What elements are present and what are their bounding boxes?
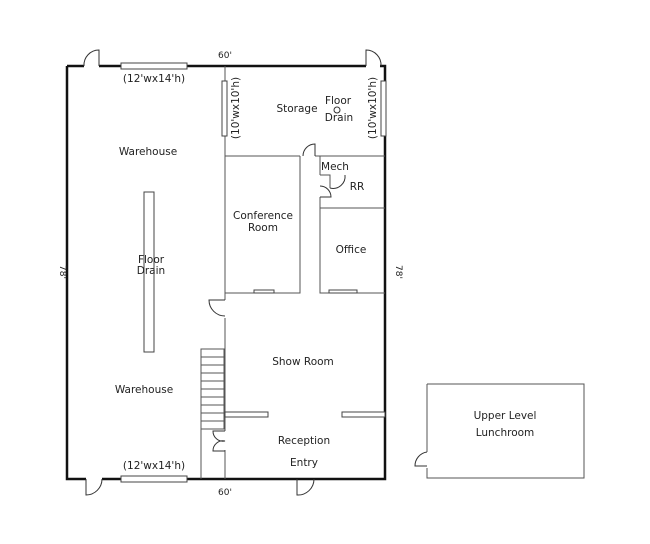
- room-rr: RR: [350, 181, 365, 193]
- exterior-walls: [65, 64, 387, 481]
- overhead-door-top-label: (12'wx14'h): [123, 73, 185, 85]
- office-door-slider: [328, 289, 358, 294]
- floor-drain-label-1: Floor: [138, 254, 165, 266]
- room-reception: Reception: [278, 435, 330, 447]
- room-warehouse-top: Warehouse: [119, 146, 177, 158]
- floor-drain-icon: [333, 106, 341, 114]
- shelf-left: [224, 411, 269, 418]
- door-showroom-icon: [208, 299, 226, 317]
- storage-door-left-label: (10'wx10'h): [230, 77, 242, 139]
- dim-top: 60': [218, 51, 232, 61]
- overhead-door-bottom-label: (12'wx14'h): [123, 460, 185, 472]
- door-entry-icon: [296, 478, 315, 496]
- room-conference-2: Room: [248, 222, 278, 234]
- room-mech: Mech: [321, 161, 349, 173]
- room-entry: Entry: [290, 457, 318, 469]
- stairs: [200, 348, 225, 430]
- door-lunchroom-icon: [414, 451, 428, 467]
- floor-drain-label-2: Drain: [137, 265, 165, 277]
- door-top-right-icon: [365, 49, 382, 67]
- storage-drain-label-1: Floor: [325, 95, 352, 107]
- room-lunchroom-1: Upper Level: [474, 410, 537, 422]
- dim-bottom: 60': [218, 488, 232, 498]
- storage-door-right: [380, 80, 387, 137]
- storage-drain-label-2: Drain: [325, 112, 353, 124]
- dim-right: 78': [393, 265, 403, 279]
- lunchroom-block: [414, 383, 585, 479]
- room-warehouse-bottom: Warehouse: [115, 384, 173, 396]
- conference-door-slider: [253, 289, 275, 294]
- floor-drain-trench: [143, 191, 155, 353]
- overhead-door-top: [120, 62, 188, 70]
- room-lunchroom-2: Lunchroom: [476, 427, 535, 439]
- door-rr-icon: [329, 174, 346, 189]
- shelf-right: [341, 411, 386, 418]
- doors: [83, 49, 382, 496]
- room-conference-1: Conference: [233, 210, 293, 222]
- storage-door-right-label: (10'wx10'h): [367, 77, 379, 139]
- door-top-left-icon: [83, 49, 100, 67]
- dim-left: 78': [57, 265, 67, 279]
- room-show-room: Show Room: [272, 356, 334, 368]
- door-double-icon: [212, 430, 226, 452]
- storage-door-left: [221, 80, 228, 137]
- door-mech-icon: [319, 185, 332, 198]
- overhead-door-bottom: [120, 475, 188, 483]
- room-office: Office: [336, 244, 367, 256]
- door-storage-icon: [302, 143, 316, 157]
- door-bottom-left-icon: [85, 478, 103, 496]
- room-storage: Storage: [276, 103, 317, 115]
- interior-walls: [200, 66, 386, 479]
